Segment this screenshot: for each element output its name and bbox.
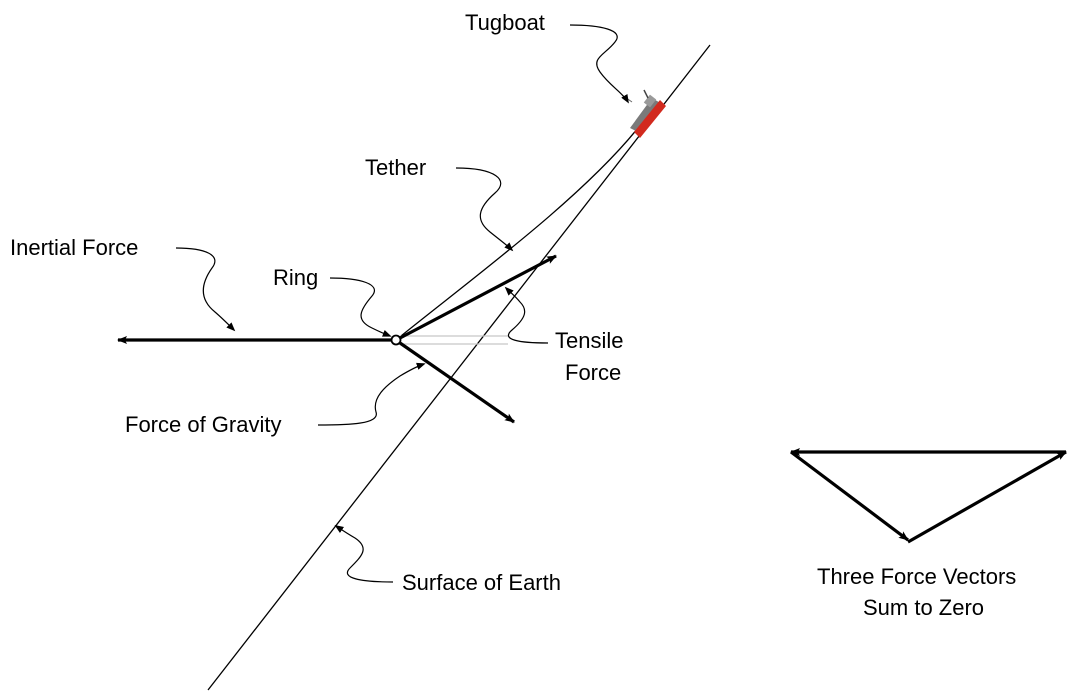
- caption-line-2: Sum to Zero: [863, 595, 984, 620]
- caption-line-1: Three Force Vectors: [817, 564, 1016, 589]
- surface-of-earth-line: [207, 44, 711, 691]
- force-of-gravity-label: Force of Gravity: [125, 412, 281, 437]
- tugboat-icon: [621, 89, 666, 138]
- surface-of-earth-label: Surface of Earth: [402, 570, 561, 595]
- tether-line: [395, 127, 639, 341]
- ring-leader: [329, 277, 392, 337]
- ring-circle: [390, 334, 402, 346]
- tugboat-label: Tugboat: [465, 10, 545, 35]
- triangle-tensile-vector: [907, 450, 1067, 544]
- tugboat-leader: [569, 24, 629, 104]
- surface-of-earth-leader: [334, 525, 394, 583]
- inertial-force-label: Inertial Force: [10, 235, 138, 260]
- tensile-force-label-line1: Tensile: [555, 328, 623, 353]
- gravity-force-vector: [399, 341, 515, 424]
- ring-label: Ring: [273, 265, 318, 290]
- tensile-force-vector: [399, 254, 557, 340]
- tensile-force-leader: [504, 286, 549, 344]
- triangle-gravity-vector: [790, 450, 909, 542]
- tensile-force-label-line2: Force: [565, 360, 621, 385]
- inertial-force-leader: [175, 247, 236, 332]
- force-of-gravity-leader: [317, 362, 426, 426]
- tether-label: Tether: [365, 155, 426, 180]
- tether-leader: [455, 167, 514, 252]
- force-triangle: [790, 448, 1067, 544]
